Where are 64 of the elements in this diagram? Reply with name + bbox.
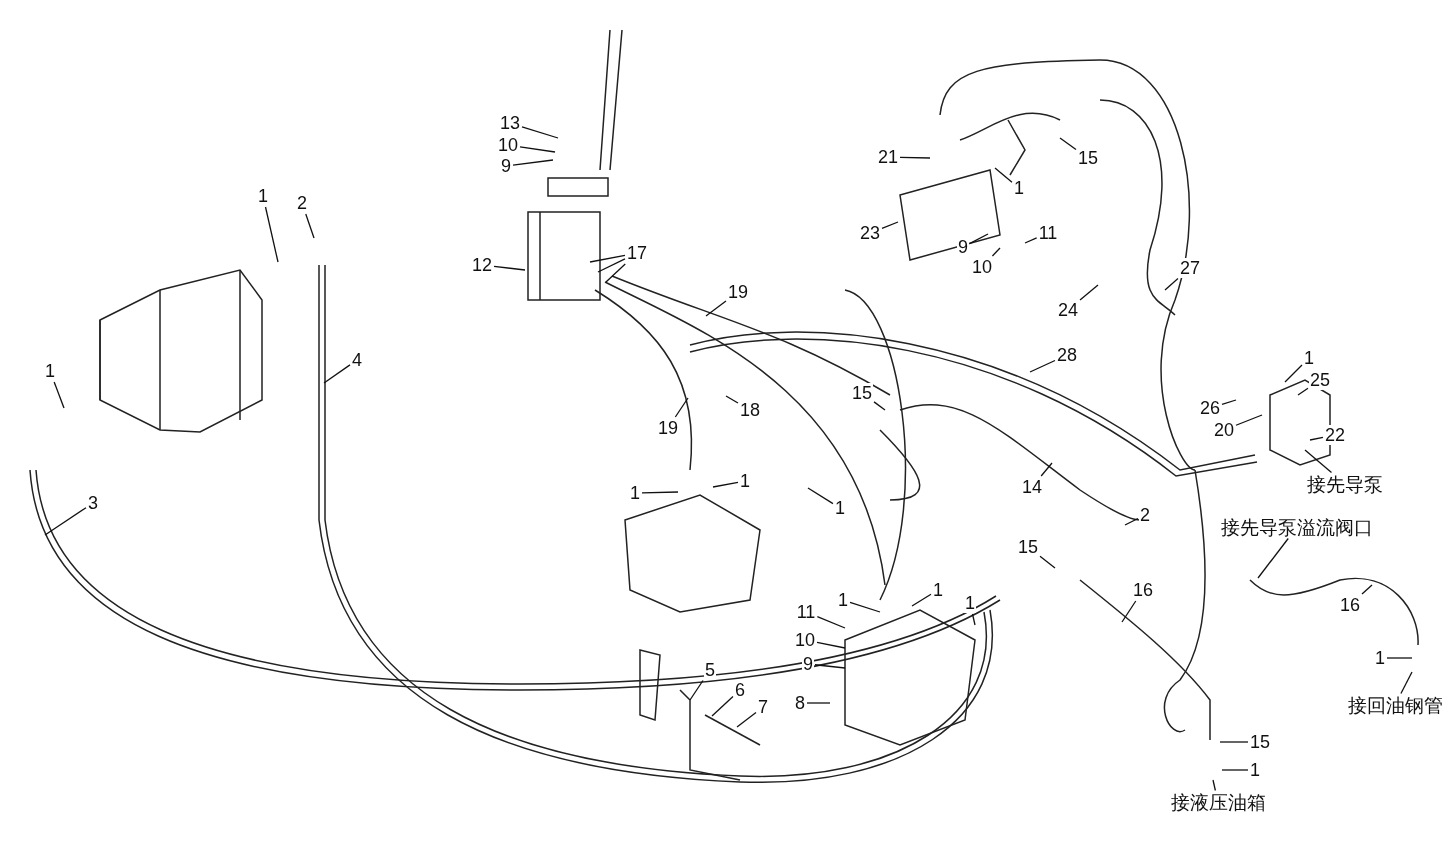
leader-line [493, 265, 526, 271]
callout-number: 22 [1324, 425, 1346, 445]
leader-line [991, 247, 1001, 257]
leader-line [1257, 537, 1289, 579]
leader-line [305, 213, 315, 239]
leader-line [911, 593, 932, 607]
leader-line [1039, 555, 1056, 569]
connection-note: 接液压油箱 [1169, 791, 1267, 813]
leader-line [806, 702, 831, 704]
leader-line [53, 381, 65, 409]
leader-line [816, 641, 846, 649]
leader-line [1040, 462, 1053, 477]
leader-line [849, 601, 881, 613]
leader-line [816, 616, 846, 629]
leader-line [641, 491, 679, 494]
leader-line [1304, 449, 1333, 474]
leader-line [971, 613, 976, 626]
leader-line [674, 397, 689, 418]
leader-line [1235, 414, 1263, 426]
leader-line [323, 364, 351, 384]
leader-line [589, 254, 626, 263]
leader-line [1386, 657, 1413, 659]
leader-line [1121, 600, 1137, 623]
leader-line [873, 401, 886, 411]
leader-line [44, 507, 87, 536]
leader-line [1309, 436, 1324, 441]
leader-line [807, 487, 834, 505]
leader-line [994, 167, 1013, 183]
leader-line [605, 263, 626, 283]
leader-line [1024, 237, 1038, 244]
leader-line [1221, 399, 1237, 405]
leader-line [512, 159, 554, 166]
leader-line [1219, 741, 1249, 743]
leader-line [1212, 779, 1217, 792]
leader-line [521, 126, 559, 139]
callout-number: 27 [1179, 258, 1201, 278]
leader-line [1164, 277, 1179, 291]
connection-note: 接回油钢管 [1346, 694, 1444, 716]
leader-line [264, 206, 279, 263]
leader-line [597, 258, 626, 273]
leader-line [1400, 671, 1413, 695]
leader-line [1029, 359, 1056, 373]
leader-line [1284, 364, 1303, 383]
callout-number: 5 [704, 660, 716, 680]
leader-line [725, 395, 739, 404]
leader-line [1059, 137, 1077, 151]
connection-note: 接先导泵 [1306, 473, 1384, 495]
leader-line [705, 300, 727, 317]
leader-line [969, 233, 989, 244]
callout-number: 25 [1309, 370, 1331, 390]
callout-number: 1 [964, 593, 976, 613]
leader-line [881, 221, 899, 229]
leader-line [1079, 284, 1099, 301]
leader-line [1361, 584, 1373, 595]
leader-line [689, 679, 704, 701]
leader-line [814, 664, 846, 669]
leader-line [1297, 387, 1309, 396]
leader-line [519, 146, 556, 153]
leader-line [1124, 517, 1139, 526]
leader-line [899, 156, 931, 159]
leader-line [1221, 769, 1249, 771]
leader-line [711, 695, 734, 717]
leader-line [736, 711, 757, 728]
leader-line [712, 481, 739, 488]
